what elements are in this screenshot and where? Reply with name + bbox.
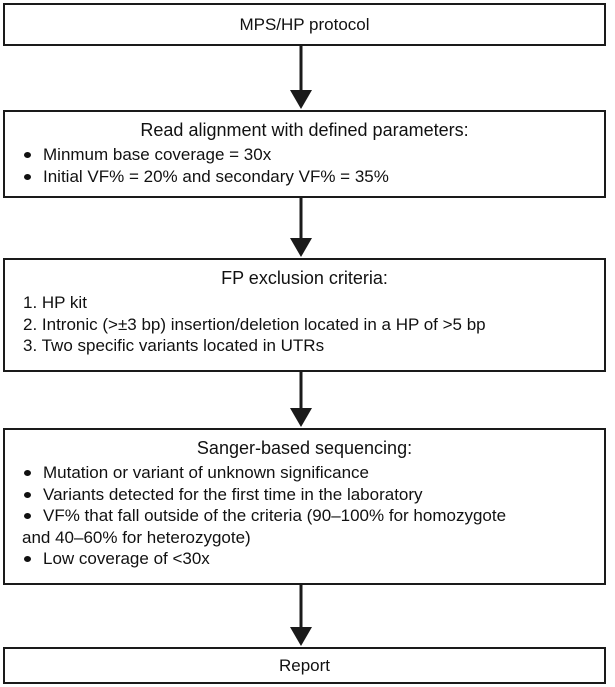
arrow-protocol-to-alignment	[286, 46, 316, 110]
list-item: Low coverage of <30x	[22, 548, 594, 570]
list-item: 2. Intronic (>±3 bp) insertion/deletion …	[23, 314, 486, 334]
report-box: Report	[3, 647, 606, 684]
protocol-box: MPS/HP protocol	[3, 3, 606, 46]
alignment-list: Minmum base coverage = 30x Initial VF% =…	[5, 144, 604, 187]
list-item: 1. HP kit	[23, 293, 87, 312]
sanger-box: Sanger-based sequencing: Mutation or var…	[3, 428, 606, 585]
alignment-box: Read alignment with defined parameters: …	[3, 110, 606, 198]
fp-exclusion-box: FP exclusion criteria: 1. HP kit 2. Intr…	[3, 258, 606, 372]
alignment-title: Read alignment with defined parameters:	[140, 120, 469, 140]
list-item: Mutation or variant of unknown significa…	[22, 462, 594, 484]
protocol-title: MPS/HP protocol	[239, 14, 370, 34]
report-title: Report	[278, 655, 331, 675]
fp-exclusion-title: FP exclusion criteria:	[221, 268, 388, 288]
fp-exclusion-list: 1. HP kit 2. Intronic (>±3 bp) insertion…	[5, 292, 604, 357]
sanger-list: Mutation or variant of unknown significa…	[5, 462, 604, 570]
list-item-line: VF% that fall outside of the criteria (9…	[43, 506, 507, 525]
arrow-alignment-to-fp	[286, 198, 316, 258]
list-item: Variants detected for the first time in …	[22, 484, 594, 506]
list-item: Initial VF% = 20% and secondary VF% = 35…	[22, 166, 594, 188]
arrow-fp-to-sanger	[286, 372, 316, 428]
list-item: 3. Two specific variants located in UTRs	[23, 336, 325, 355]
list-item: Minmum base coverage = 30x	[22, 144, 594, 166]
list-item: VF% that fall outside of the criteria (9…	[22, 505, 594, 548]
list-item-continuation: and 40–60% for heterozygote)	[22, 527, 251, 547]
sanger-title: Sanger-based sequencing:	[196, 438, 413, 458]
arrow-sanger-to-report	[286, 585, 316, 647]
